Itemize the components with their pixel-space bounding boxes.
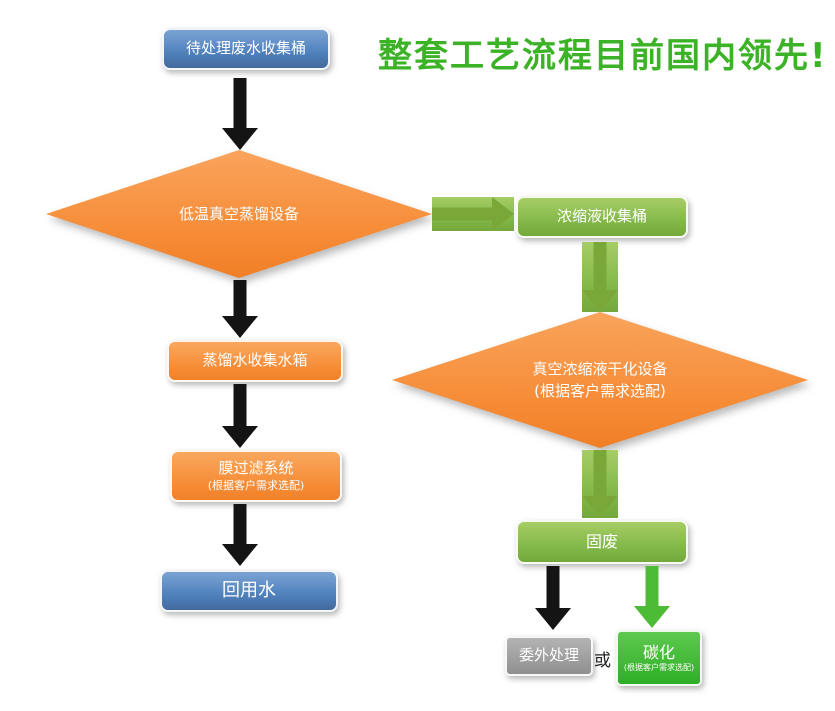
- node-label: 委外处理: [518, 646, 579, 665]
- node-concentrate-collection-barrel: 浓缩液收集桶: [516, 196, 688, 238]
- node-outsourced-treatment: 委外处理: [505, 636, 593, 676]
- arrow-down-to-drying-diamond: [582, 242, 618, 312]
- node-reuse-water: 回用水: [160, 570, 338, 612]
- arrow-down-to-carbonization: [634, 566, 670, 628]
- node-label: 蒸馏水收集水箱: [202, 351, 308, 370]
- node-label: 待处理废水收集桶: [185, 39, 306, 58]
- arrow-down-to-solid-waste: [582, 450, 618, 518]
- node-membrane-filter-system: 膜过滤系统 (根据客户需求选配): [170, 450, 342, 502]
- node-sublabel: (根据客户需求选配): [534, 382, 666, 400]
- node-label: 真空浓缩液干化设备: [532, 359, 668, 378]
- node-vacuum-distillation-diamond: 低温真空蒸馏设备: [46, 150, 432, 278]
- node-label: 固废: [585, 531, 618, 551]
- diamond-shape: 低温真空蒸馏设备: [46, 150, 432, 278]
- node-sublabel: (根据客户需求选配): [623, 663, 695, 672]
- arrow-right-to-concentrate-barrel: [432, 197, 514, 231]
- node-sublabel: (根据客户需求选配): [207, 478, 305, 492]
- node-label: 低温真空蒸馏设备: [178, 204, 299, 223]
- headline: 整套工艺流程目前国内领先!: [378, 36, 828, 76]
- node-label: 膜过滤系统: [218, 459, 294, 478]
- node-label: 浓缩液收集桶: [556, 207, 647, 226]
- arrow-down-to-membrane-filter: [222, 384, 258, 448]
- or-label: 或: [594, 651, 611, 671]
- arrow-down-to-reuse-water: [222, 504, 258, 566]
- arrow-down-to-distillation: [222, 78, 258, 150]
- node-label: 碳化: [642, 643, 675, 663]
- node-label: 回用水: [222, 580, 276, 602]
- diamond-shape: 真空浓缩液干化设备 (根据客户需求选配): [392, 312, 808, 448]
- arrow-down-to-outsource: [535, 566, 571, 630]
- node-distilled-water-tank: 蒸馏水收集水箱: [167, 340, 343, 382]
- node-vacuum-drying-diamond: 真空浓缩液干化设备 (根据客户需求选配): [392, 312, 808, 448]
- node-solid-waste: 固废: [516, 520, 688, 564]
- node-waste-collection-barrel: 待处理废水收集桶: [162, 28, 330, 70]
- arrow-down-to-distilled-tank: [222, 280, 258, 338]
- node-carbonization: 碳化 (根据客户需求选配): [616, 630, 702, 686]
